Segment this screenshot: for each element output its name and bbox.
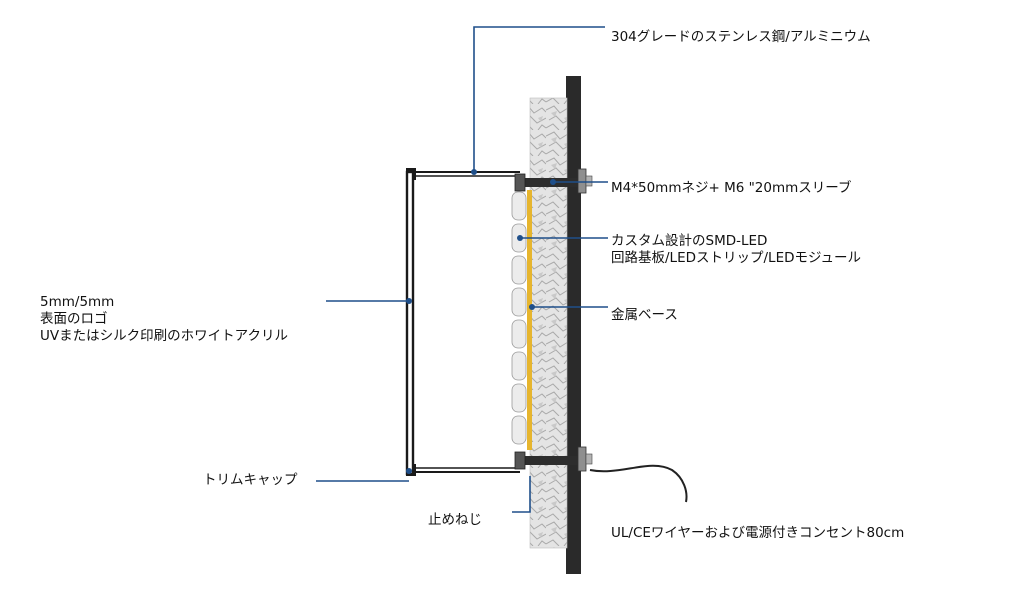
top-screw-nut-left <box>514 173 526 192</box>
acrylic-label: 5mm/5mm 表面のロゴ UVまたはシルク印刷のホワイトアクリル <box>40 294 288 345</box>
led-module <box>511 287 527 317</box>
leader-dot <box>550 179 556 185</box>
acrylic-label-line2: 表面のロゴ <box>40 311 108 327</box>
led-module <box>511 255 527 285</box>
led-assembly <box>511 190 532 450</box>
bottom-screw-body <box>518 456 578 465</box>
bottom-screw-nut-left <box>514 451 526 470</box>
led-label-line1: カスタム設計のSMD-LED <box>611 233 768 249</box>
leader-dot <box>471 169 477 175</box>
power-wire <box>589 464 688 503</box>
leader-dot <box>406 468 412 474</box>
stop-screw-label: 止めねじ <box>428 512 482 528</box>
top-mounting-screw <box>514 168 593 194</box>
wall <box>529 76 581 574</box>
top-screw-body <box>518 178 578 187</box>
leader-lines <box>316 26 608 513</box>
led-label-line2: 回路基板/LEDストリップ/LEDモジュール <box>611 250 862 266</box>
top-screw-nut-right <box>577 168 587 194</box>
sign-box <box>405 168 520 476</box>
material-label: 304グレードのステンレス鋼/アルミニウム <box>611 29 871 45</box>
leader-dot <box>517 235 523 241</box>
acrylic-label-line1: 5mm/5mm <box>40 294 115 310</box>
led-module <box>511 351 527 381</box>
acrylic-label-line3: UVまたはシルク印刷のホワイトアクリル <box>40 328 288 344</box>
wall-dark-plate <box>566 76 581 574</box>
top-screw-tip <box>585 175 593 187</box>
led-strip <box>527 190 532 450</box>
stone-wall <box>529 97 568 549</box>
bottom-screw-nut-right <box>577 446 587 472</box>
bottom-screw-tip <box>585 453 593 465</box>
led-modules <box>511 191 527 445</box>
base-label: 金属ベース <box>611 307 678 323</box>
trim-cap-label: トリムキャップ <box>203 472 298 488</box>
wire-label: UL/CEワイヤーおよび電源付きコンセント80cm <box>611 525 905 541</box>
leader-dots <box>406 169 556 474</box>
screw-label: M4*50mmネジ+ M6 "20mmスリーブ <box>611 180 852 196</box>
leader-dot <box>406 298 412 304</box>
led-module <box>511 319 527 349</box>
led-label: カスタム設計のSMD-LED 回路基板/LEDストリップ/LEDモジュール <box>611 233 861 267</box>
leader-stop-screw <box>512 476 531 513</box>
bottom-mounting-screw <box>514 446 593 472</box>
leader-material <box>473 26 605 172</box>
leader-dot <box>529 304 535 310</box>
led-module <box>511 191 527 221</box>
led-module <box>511 415 527 445</box>
acrylic-face <box>405 170 415 476</box>
led-module <box>511 383 527 413</box>
